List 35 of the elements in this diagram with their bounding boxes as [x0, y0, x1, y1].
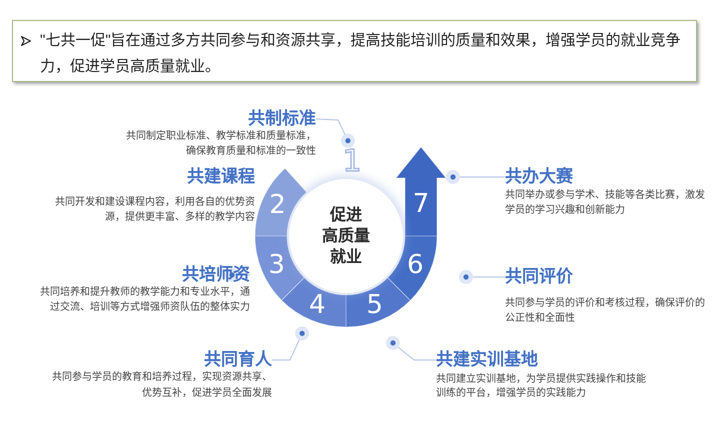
- item-description: 共同开发和建设课程内容，利用各自的优势资源，提供更丰富、多样的教学内容: [54, 195, 255, 225]
- ring-segment: [281, 277, 346, 327]
- ring-segment: [387, 236, 437, 301]
- leader-line: [225, 268, 250, 282]
- item-description: 共同培养和提升教师的教学能力和专业水平，通过交流、培训等方式增强师资队伍的整体实力: [39, 285, 250, 315]
- step-number: 7: [412, 191, 430, 217]
- leader-line: [459, 270, 506, 284]
- leader-line: [316, 118, 355, 148]
- leader-line: [272, 326, 310, 360]
- intro-text: "七共一促"旨在通过多方共同参与和资源共享，提高技能培训的质量和效果，增强学员的就业竞争力，促进学员高质量就业。: [40, 31, 682, 77]
- step-number: 1: [341, 147, 363, 177]
- item-title: 共办大赛: [505, 167, 573, 187]
- item-description: 共同参与学员的教育和培养过程，实现资源共享、优势互补，促进学员全面发展: [51, 370, 272, 401]
- step-number: 2: [269, 192, 286, 218]
- step-number: 6: [407, 252, 424, 278]
- step-number: 3: [268, 252, 285, 278]
- ring-segment: [255, 168, 307, 237]
- item-description: 共同建立实训基地，为学员提供实践操作和技能训练的平台，增强学员的实践能力: [436, 373, 647, 401]
- item-title: 共建实训基地: [436, 350, 538, 370]
- item-description: 共同制定职业标准、教学标准和质量标准，确保教育质量和标准的一致性: [125, 129, 316, 159]
- step-number: 5: [366, 292, 383, 318]
- item-title: 共同育人: [204, 350, 272, 370]
- leader-line: [446, 170, 506, 184]
- info-box: [12, 20, 697, 82]
- ring-segment: [255, 236, 305, 301]
- leader-line: [225, 170, 256, 184]
- step-number: 4: [309, 292, 326, 318]
- center-label: 促进高质量就业: [322, 205, 370, 268]
- ring-segment: [346, 277, 411, 327]
- item-description: 共同举办或参与学术、技能等各类比赛，激发学员的学习兴趣和创新能力: [505, 188, 706, 218]
- item-title: 共同评价: [505, 267, 573, 287]
- arrow-segment: [396, 147, 446, 236]
- leader-line: [386, 336, 436, 360]
- item-title: 共制标准: [248, 109, 316, 129]
- item-description: 共同参与学员的评价和考核过程，确保评价的公正性和全面性: [505, 296, 706, 326]
